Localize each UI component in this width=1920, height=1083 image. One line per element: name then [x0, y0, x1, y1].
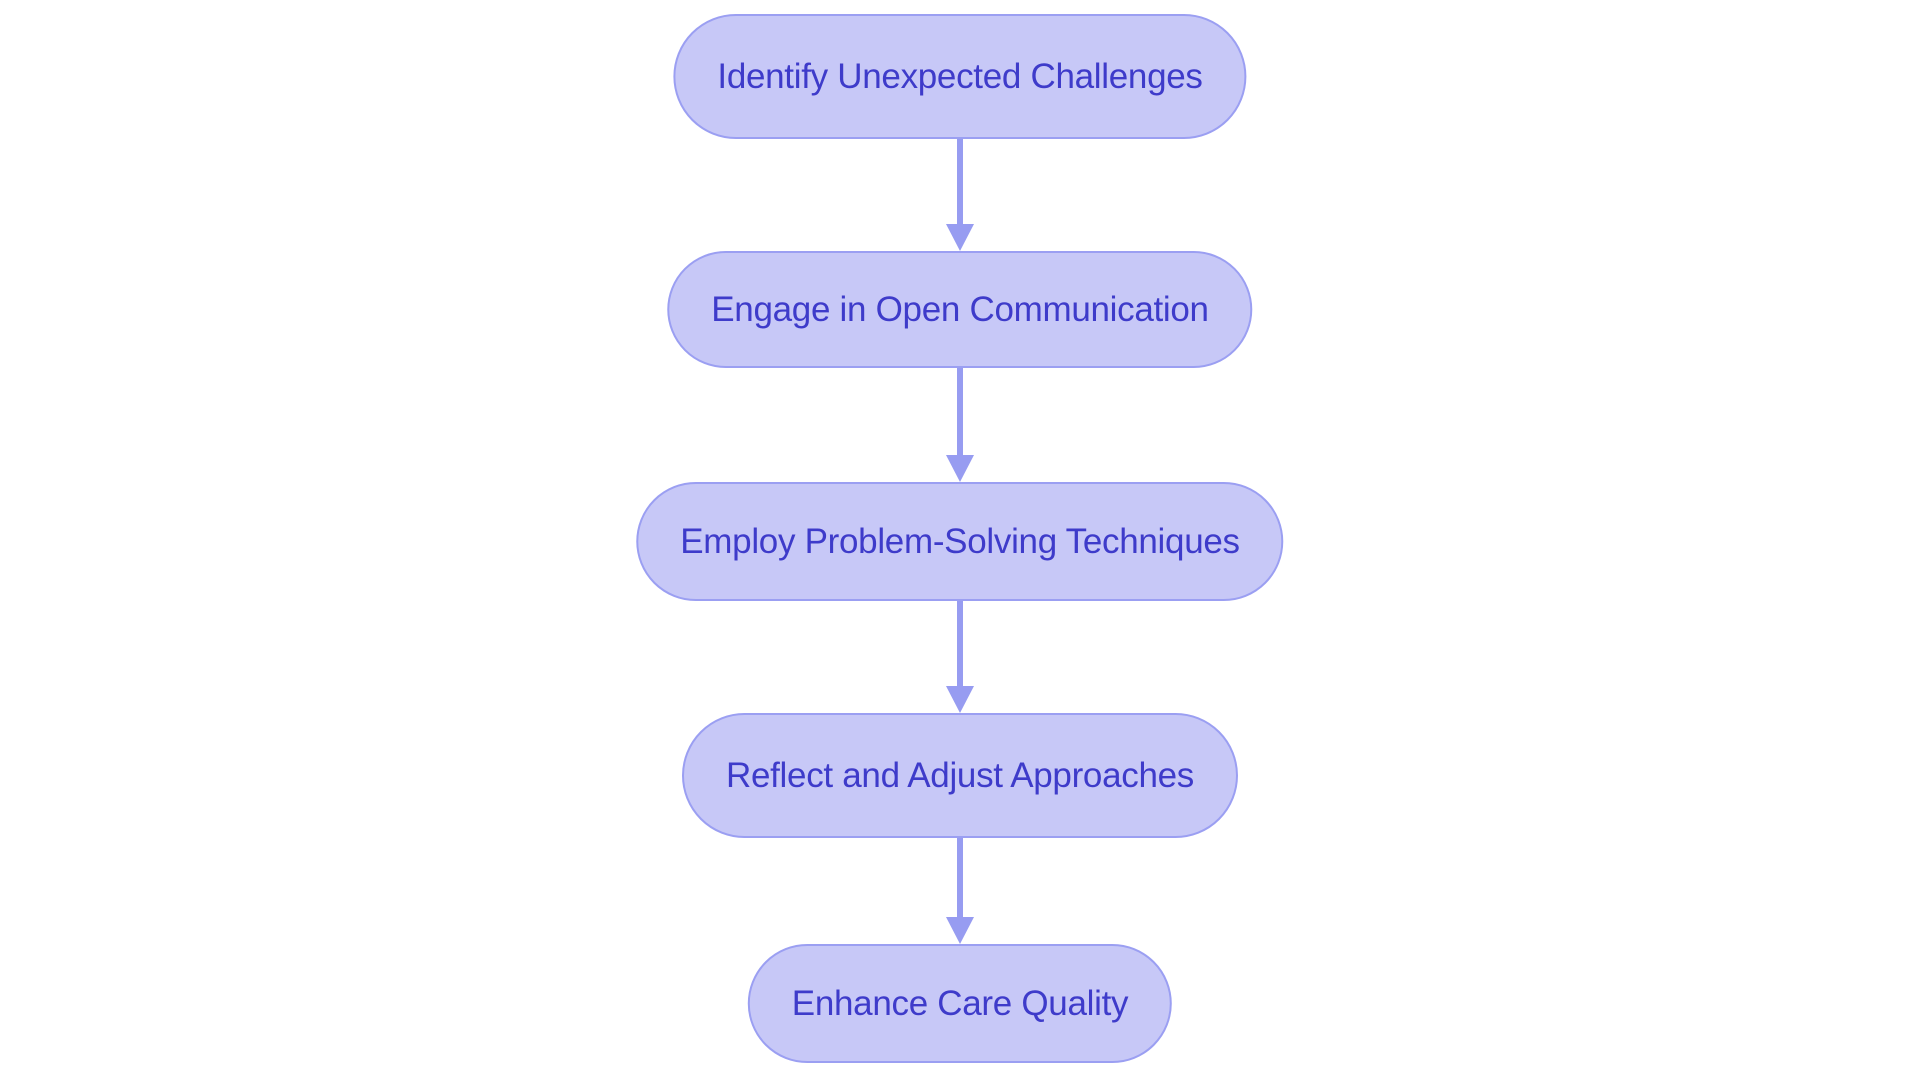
flow-arrow-down-icon	[946, 139, 974, 251]
arrow-stem	[957, 368, 963, 455]
flow-arrow-down-icon	[946, 838, 974, 944]
flow-node-enhance-care-quality: Enhance Care Quality	[747, 944, 1173, 1063]
arrow-head-icon	[946, 224, 974, 251]
arrow-head-icon	[946, 917, 974, 944]
arrow-head-icon	[946, 455, 974, 482]
flow-node-engage-in-open-communication: Engage in Open Communication	[667, 251, 1253, 368]
flow-arrow-down-icon	[946, 368, 974, 482]
arrow-head-icon	[946, 686, 974, 713]
flow-arrow-down-icon	[946, 601, 974, 713]
arrow-stem	[957, 838, 963, 917]
flow-node-identify-unexpected-challenges: Identify Unexpected Challenges	[673, 14, 1247, 139]
node-label: Identify Unexpected Challenges	[717, 56, 1203, 96]
flow-node-reflect-and-adjust-approaches: Reflect and Adjust Approaches	[681, 713, 1239, 838]
node-label: Engage in Open Communication	[711, 289, 1209, 329]
node-label: Reflect and Adjust Approaches	[725, 755, 1195, 795]
arrow-stem	[957, 601, 963, 686]
node-label: Employ Problem-Solving Techniques	[680, 521, 1240, 561]
arrow-stem	[957, 139, 963, 224]
node-label: Enhance Care Quality	[791, 983, 1129, 1023]
flow-node-employ-problem-solving-techniques: Employ Problem-Solving Techniques	[636, 482, 1284, 601]
